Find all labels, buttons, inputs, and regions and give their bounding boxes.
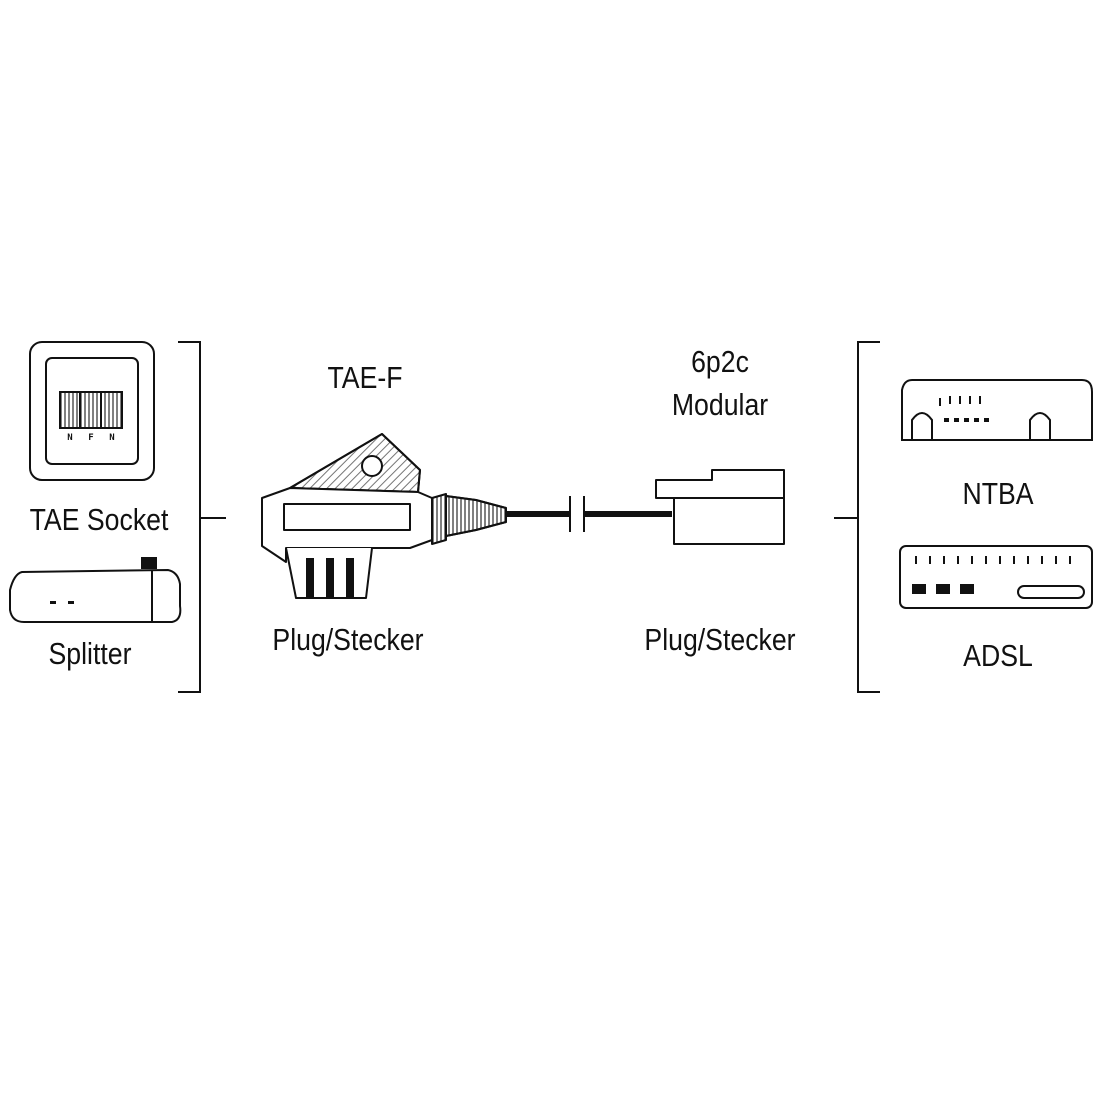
cable-break-icon [569,496,585,532]
socket-pin-label-2: F [88,433,93,443]
tae-f-title: TAE-F [327,360,403,395]
modular-title-line1: 6p2c [691,344,749,379]
splitter-icon [9,557,182,623]
adsl-label: ADSL [963,638,1033,673]
tae-socket-icon [29,341,155,481]
left-bracket [178,341,226,693]
tae-f-plug-icon [261,433,507,599]
socket-pin-label-3: N [109,433,114,443]
ntba-icon [901,379,1093,441]
ntba-port-row [944,418,989,422]
adsl-port-row [912,584,974,594]
tae-socket-label: TAE Socket [29,502,169,537]
modular-plug-icon [655,469,785,545]
modular-title-line2: Modular [671,387,769,422]
socket-pin-label-1: N [67,433,72,443]
splitter-label: Splitter [48,636,132,671]
modular-plug-label: Plug/Stecker [644,622,796,657]
adsl-modem-icon [899,545,1093,609]
right-bracket [834,341,880,693]
tae-f-plug-label: Plug/Stecker [272,622,424,657]
ntba-label: NTBA [962,476,1034,511]
